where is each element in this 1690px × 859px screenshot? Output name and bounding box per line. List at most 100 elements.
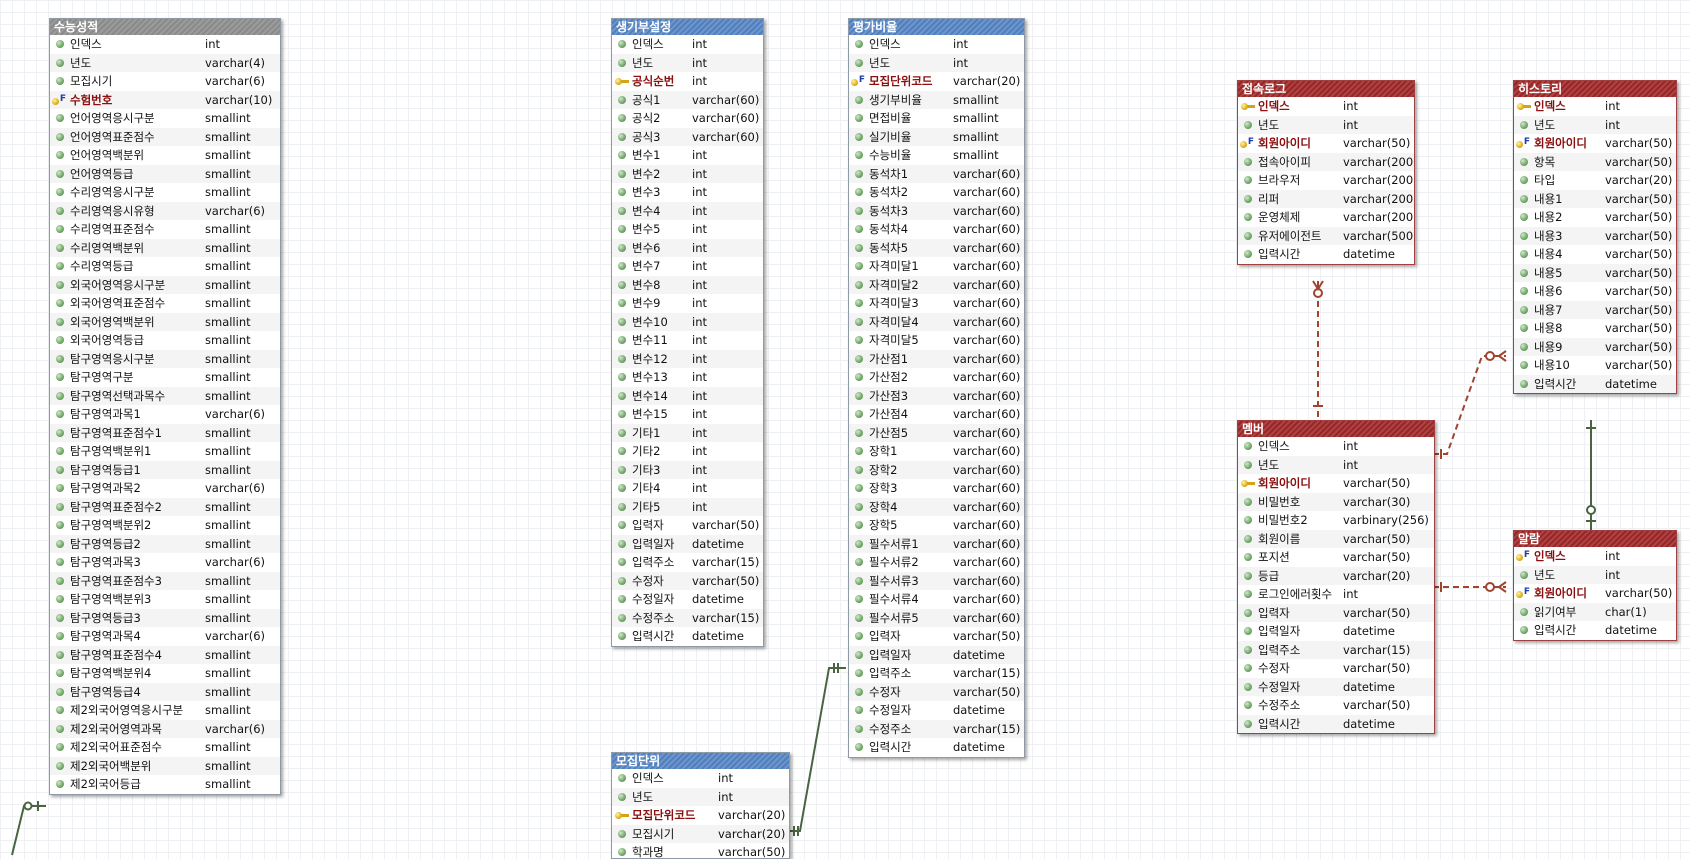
table-title[interactable]: 평가비율 [849,19,1024,35]
table-title[interactable]: 알람 [1514,531,1676,547]
table-jeopsok[interactable]: 접속로그인덱스int년도int회원아이디varchar(50)접속아이피varc… [1237,80,1415,265]
table-suneung[interactable]: 수능성적인덱스int년도varchar(4)모집시기varchar(6)수험번호… [49,18,281,795]
table-title[interactable]: 멤버 [1238,421,1434,437]
table-pyeongga[interactable]: 평가비율인덱스int년도int모집단위코드varchar(20)생기부비율sma… [848,18,1025,758]
